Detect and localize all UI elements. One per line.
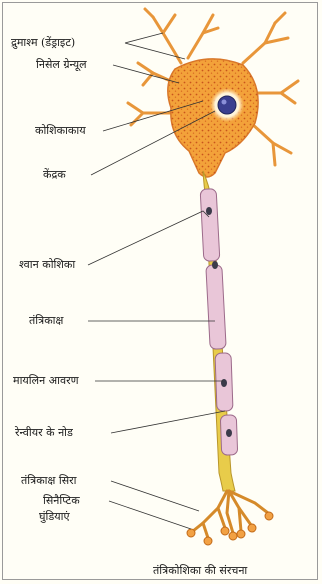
- label-node-of-ranvier: रेन्वीयर के नोड: [15, 426, 73, 440]
- label-axon: तंत्रिकाक्ष: [29, 314, 63, 328]
- label-synaptic-knob: सिनैप्टिक: [43, 494, 80, 508]
- label-nucleus: केंद्रक: [43, 168, 66, 182]
- label-myelin-sheath: मायलिन आवरण: [13, 374, 79, 388]
- label-cell-body: कोशिकाकाय: [35, 124, 86, 138]
- diagram-frame: द्रुमाश्म (डेंड्राइट) निसेल ग्रेन्यूल को…: [2, 2, 318, 580]
- label-synaptic-knob-line2: घुंडियाएं: [39, 510, 70, 524]
- label-schwann-cell: श्वान कोशिका: [19, 258, 75, 272]
- nucleus: [218, 96, 236, 114]
- label-dendrite: द्रुमाश्म (डेंड्राइट): [11, 36, 75, 50]
- synaptic-knobs: [187, 512, 273, 545]
- label-nissl-granule: निसेल ग्रेन्यूल: [36, 58, 87, 72]
- label-axon-terminal: तंत्रिकाक्ष सिरा: [21, 474, 77, 488]
- axon-terminals: [193, 491, 268, 538]
- figure-caption: तंत्रिकोशिका की संरचना: [153, 563, 247, 578]
